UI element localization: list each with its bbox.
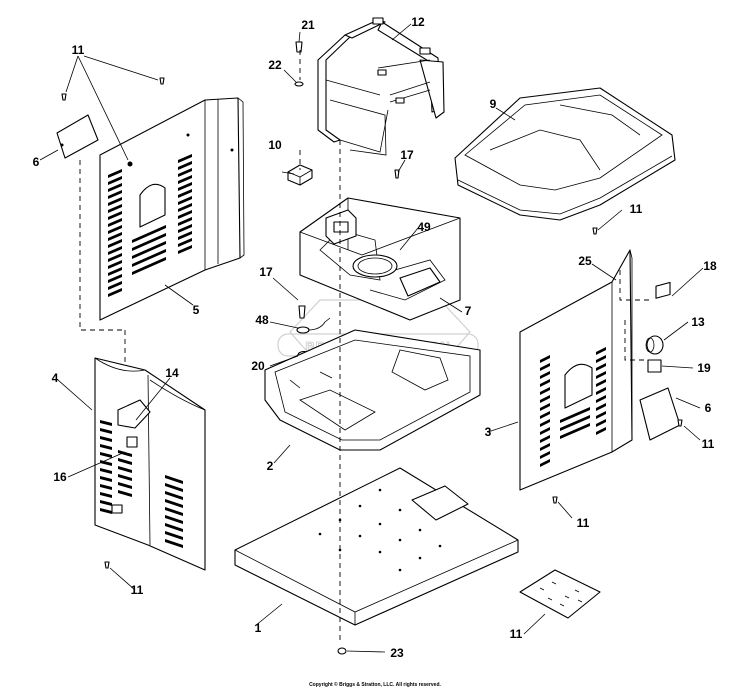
callout-11-right-bottom: 11 xyxy=(577,516,590,530)
part-5-upper-left-panel xyxy=(99,97,245,321)
callout-6-right: 6 xyxy=(705,401,712,415)
callout-11-right-top: 11 xyxy=(630,202,643,216)
callout-2: 2 xyxy=(267,459,274,473)
part-4-lower-left-panel xyxy=(94,357,206,571)
vent-slots-5 xyxy=(108,154,192,297)
callout-12: 12 xyxy=(411,15,425,29)
callout-3: 3 xyxy=(485,425,492,439)
vent-slots-3 xyxy=(540,347,606,467)
callout-48: 48 xyxy=(255,313,269,327)
callout-22: 22 xyxy=(268,58,282,72)
callout-21: 21 xyxy=(301,18,315,32)
callout-25: 25 xyxy=(578,254,592,268)
callout-11-bag: 11 xyxy=(510,627,523,641)
vent-slots-4 xyxy=(100,420,183,548)
callout-19: 19 xyxy=(697,361,711,375)
callout-49: 49 xyxy=(417,220,431,234)
callout-11-top-left: 11 xyxy=(72,43,85,57)
callout-11-right: 11 xyxy=(702,437,715,451)
callout-17-mid: 17 xyxy=(259,265,273,279)
callout-11-bottom-left: 11 xyxy=(131,583,144,597)
callout-7: 7 xyxy=(465,304,472,318)
callout-16: 16 xyxy=(53,470,67,484)
callout-4: 4 xyxy=(52,371,59,385)
part-11-hardware-bag xyxy=(519,569,601,619)
callout-10: 10 xyxy=(268,138,282,152)
callout-labels: 11 6 5 4 14 16 11 10 21 22 12 9 17 11 49… xyxy=(33,15,717,660)
part-7-control-housing xyxy=(299,197,461,321)
callout-9: 9 xyxy=(490,97,497,111)
copyright-notice: Copyright © Briggs & Stratton, LLC. All … xyxy=(309,681,441,688)
callout-23: 23 xyxy=(390,646,404,660)
callout-14: 14 xyxy=(165,366,179,380)
part-12-frame xyxy=(317,17,445,156)
callout-17-top: 17 xyxy=(400,148,414,162)
base-holes xyxy=(318,488,442,572)
assembly-dash-lines xyxy=(79,50,650,640)
callout-5: 5 xyxy=(193,303,200,317)
right-side-small-parts xyxy=(639,281,681,441)
part-6-left-plate xyxy=(56,114,99,159)
leader-lines xyxy=(39,23,704,653)
callout-18: 18 xyxy=(703,259,717,273)
screws xyxy=(61,77,683,655)
part-2-base-tray xyxy=(264,329,481,451)
callout-20: 20 xyxy=(251,359,265,373)
callout-13: 13 xyxy=(691,315,705,329)
callout-1: 1 xyxy=(255,621,262,635)
callout-6-left: 6 xyxy=(33,155,40,169)
part-3-right-panel xyxy=(519,249,633,491)
part-9-cover xyxy=(454,87,676,221)
part-1-base-plate xyxy=(234,467,519,626)
